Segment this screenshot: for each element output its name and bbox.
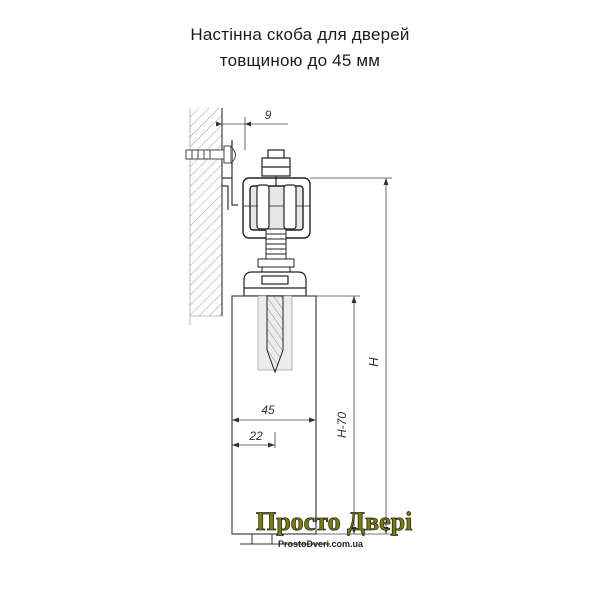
wood-screw	[257, 295, 293, 374]
dimension-9: 9	[216, 108, 288, 150]
dimension-22: 22	[232, 429, 276, 448]
dimension-h-70-label: H-70	[335, 412, 349, 438]
top-plate	[243, 271, 307, 297]
title-line-2: товщиною до 45 мм	[219, 51, 381, 70]
dimension-45: 45	[232, 403, 316, 423]
floor-guide	[240, 533, 330, 545]
brand-logo: Просто Двері ProstoDveri.com.ua	[256, 507, 413, 549]
dimension-45-label: 45	[261, 403, 275, 417]
threaded-rod	[257, 228, 295, 274]
logo-url: ProstoDveri.com.ua	[278, 539, 364, 549]
logo-part-2: Двері	[347, 507, 412, 536]
dimension-22-label: 22	[248, 429, 263, 443]
logo-part-1: Просто	[256, 507, 347, 536]
title-line-1: Настінна скоба для дверей	[190, 25, 410, 44]
trolley	[256, 149, 297, 230]
dimension-h: H	[310, 177, 392, 535]
wall	[189, 108, 223, 325]
dimension-9-label: 9	[265, 108, 272, 122]
wall-bracket	[222, 140, 238, 210]
diagram-title: Настінна скоба для дверей товщиною до 45…	[0, 22, 600, 74]
dimension-h-70: H-70	[316, 295, 360, 534]
svg-text:Просто Двері: Просто Двері	[256, 507, 412, 536]
dimension-h-label: H	[366, 357, 381, 367]
